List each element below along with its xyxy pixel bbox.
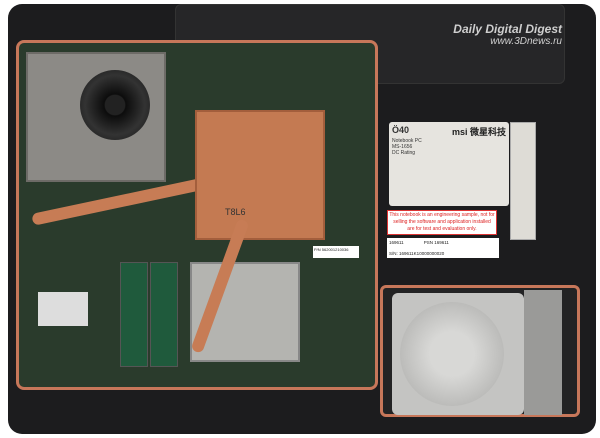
hdd-bracket	[524, 290, 562, 415]
rating-label: Ö40 msi 微星科技 Notebook PC MS-1656 DC Ratin…	[389, 122, 509, 206]
cpu-marking: T8L6	[225, 207, 246, 217]
serial-label: 169611 PSN 169611 S/N: 169611K10000000020	[387, 238, 499, 258]
hdd-label	[400, 302, 504, 406]
wifi-card	[38, 292, 88, 326]
psn: PSN 169611	[423, 240, 449, 245]
model-number: MS-1656	[392, 144, 413, 150]
ram-module	[120, 262, 148, 367]
cpu-heatsink: T8L6	[195, 110, 325, 240]
ram-module	[150, 262, 178, 367]
dc-rating: DC Rating	[392, 150, 416, 156]
serial-number: 169611	[389, 240, 404, 245]
engineering-sample-label: This notebook is an engineering sample, …	[387, 210, 497, 235]
watermark: Daily Digital Digest www.3Dnews.ru	[453, 22, 562, 47]
watermark-url: www.3Dnews.ru	[490, 36, 562, 47]
product-type: Notebook PC	[392, 138, 422, 144]
brand-name: msi 微星科技	[451, 127, 506, 137]
side-sticker	[510, 122, 536, 240]
fan-rotor	[80, 70, 150, 140]
sn: S/N: 169611K10000000020	[389, 251, 445, 256]
watermark-title: Daily Digital Digest	[453, 22, 562, 36]
pcb-sticker: P/N 562001210036	[313, 246, 359, 258]
model-name: Ö40	[392, 125, 410, 135]
